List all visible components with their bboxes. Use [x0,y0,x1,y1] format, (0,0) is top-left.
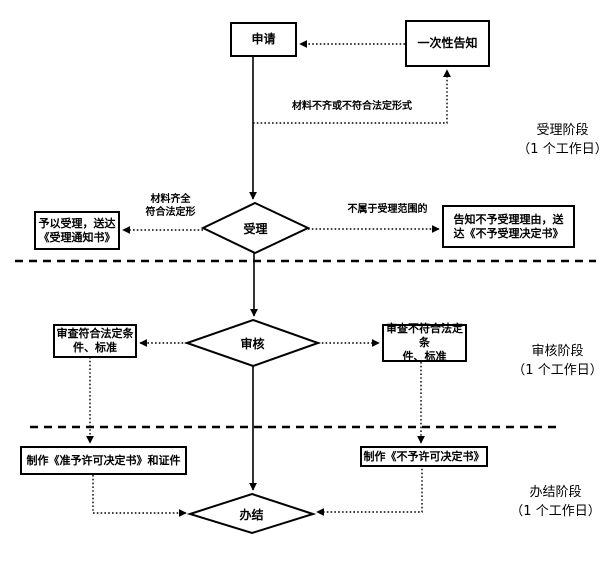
stage-label-finish: 办结阶段 （1 个工作日） [508,483,603,521]
stage-review-duration: （1 个工作日） [512,363,603,378]
node-accept-yes-line2: 《受理通知书》 [38,230,116,244]
node-review-pass-line1: 审查符合法定条 [56,327,134,340]
node-review-fail-line2: 件、标准 [402,350,447,363]
edge-incomplete-to-notice-dotted [253,69,451,124]
stage-finish-name: 办结阶段 [529,485,582,500]
edge-label-complete-line1: 材料齐全 [150,194,191,205]
diamond-review-shape [183,318,321,368]
node-review-fail: 审查不符合法定条 件、标准 [382,322,467,363]
diamond-accept-shape [200,201,311,255]
diamond-finish-shape [186,492,317,535]
node-make-license-label: 制作《准予许可决定书》和证件 [26,453,181,467]
node-review-fail-line1: 审查不符合法定条 [386,322,463,349]
edge-label-complete-line2: 符合法定形 [145,207,196,218]
node-review-pass-line2: 件、标准 [73,341,117,354]
stage-review-name: 审核阶段 [531,344,584,359]
node-make-denial: 制作《不予许可决定书》 [360,446,488,467]
node-review-pass: 审查符合法定条 件、标准 [53,324,137,358]
edge-denial-to-finish-dotted [316,465,423,516]
stage-accept-name: 受理阶段 [536,123,589,138]
node-make-denial-label: 制作《不予许可决定书》 [363,449,485,463]
node-make-license: 制作《准予许可决定书》和证件 [20,446,187,475]
edge-license-to-finish-dotted [92,475,187,517]
node-accept-no-line1: 告知不予受理理由，送 [453,212,564,226]
node-accept-yes-line1: 予以受理，送达 [38,216,116,230]
node-apply: 申请 [230,22,297,57]
node-accept-no: 告知不予受理理由，送 达《不予受理决定书》 [442,205,575,248]
stage-finish-duration: （1 个工作日） [510,504,601,519]
node-one-time-notice-label: 一次性告知 [417,36,478,50]
node-one-time-notice: 一次性告知 [405,20,490,67]
stage-label-accept: 受理阶段 （1 个工作日） [515,121,605,159]
stage-accept-duration: （1 个工作日） [517,142,605,157]
node-accept-yes: 予以受理，送达 《受理通知书》 [34,211,120,250]
node-accept-no-line2: 达《不予受理决定书》 [453,226,564,240]
node-apply-label: 申请 [251,32,276,46]
edge-label-out-of-scope: 不属于受理范围的 [347,204,428,215]
stage-label-review: 审核阶段 （1 个工作日） [510,342,605,380]
edge-label-complete: 材料齐全 符合法定形 [133,193,208,219]
edge-label-incomplete: 材料不齐或不符合法定形式 [292,101,412,112]
